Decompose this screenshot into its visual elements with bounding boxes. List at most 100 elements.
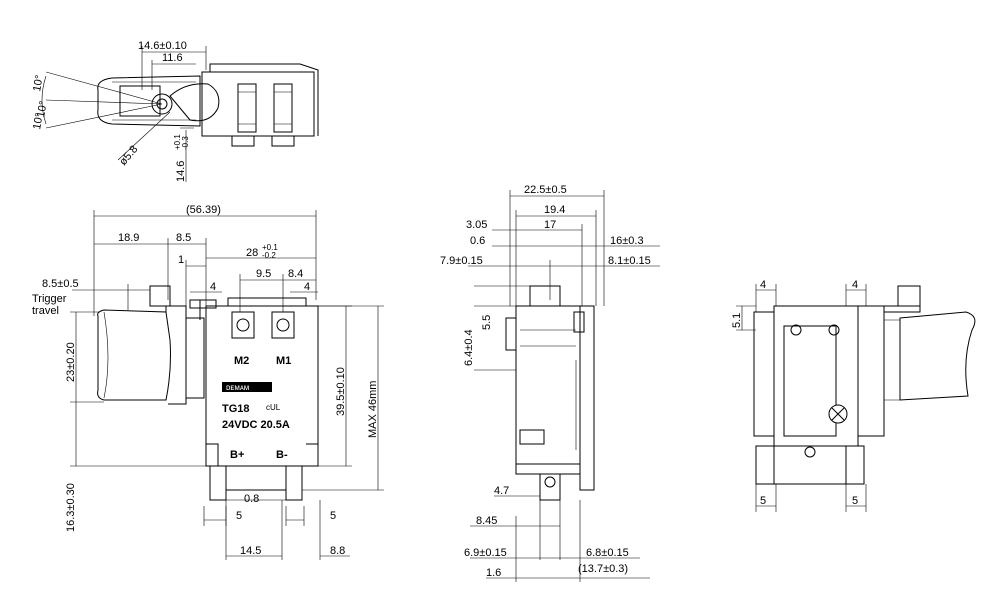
rear-body — [773, 305, 859, 447]
front-dim-1 — [185, 260, 206, 306]
front-dim-label-14-5: 14.5 — [240, 545, 261, 557]
rear-dim-5a — [755, 484, 777, 512]
front-dim-label-8-8: 8.8 — [330, 545, 345, 557]
front-terminal-m1-screw — [276, 318, 290, 332]
front-dim-14-5-8-8 — [225, 500, 350, 560]
rear-dim-label-4b: 4 — [852, 279, 858, 291]
side-dim-label-19-4: 19.4 — [544, 204, 565, 216]
side-dim-label-0-6: 0.6 — [470, 235, 485, 247]
front-trigger-outline — [97, 309, 171, 401]
side-dim-22-5 — [509, 190, 605, 306]
top-dim-label-14-6: 14.6 — [175, 161, 187, 182]
rear-lock-button — [897, 285, 921, 307]
top-dim-label-dia: ø5.8 — [117, 143, 140, 168]
rear-trigger-neck — [884, 319, 901, 401]
side-dim-label-6-8: 6.8±0.15 — [586, 547, 629, 559]
side-dim-label-13-7: (13.7±0.3) — [578, 563, 628, 575]
rear-dim-label-4a: 4 — [760, 279, 766, 291]
front-dim-label-23: 23±0.20 — [65, 342, 77, 382]
front-dim-label-56: (56.39) — [186, 204, 221, 216]
top-tol-minus: -0.3 — [181, 136, 190, 150]
top-lever — [169, 83, 220, 122]
front-lock-button — [149, 285, 171, 307]
front-dim-label-8-5-05: 8.5±0.5 — [42, 278, 79, 290]
top-angle-lines — [45, 71, 163, 129]
front-dim-56 — [93, 210, 317, 316]
front-dim-16-3 — [70, 402, 206, 467]
top-view: 14.6±0.10 11.6 10° 10° 10° ø5.8 14.6 +0.… — [31, 40, 319, 182]
front-cert-label: cUL — [266, 403, 281, 412]
front-dim-label-5b: 5 — [330, 510, 336, 522]
front-dim-label-8-5: 8.5 — [176, 232, 191, 244]
side-dim-19-4 — [515, 210, 597, 306]
top-dim-label-11-6: 11.6 — [162, 52, 183, 64]
side-lock-button — [529, 285, 561, 307]
side-dim-6-9-6-8 — [470, 500, 640, 582]
front-terminal-m2-screw — [236, 318, 250, 332]
front-dim-label-4b: 4 — [304, 281, 310, 293]
top-angle-arc — [41, 75, 47, 125]
top-dim-label-angle-2: 10° — [35, 100, 50, 118]
side-base — [515, 464, 581, 475]
side-dim-label-7-9: 7.9±0.15 — [440, 255, 483, 267]
rear-hole-3 — [804, 446, 816, 458]
front-trigger-travel-1: Trigger — [32, 293, 67, 305]
rear-pin-right — [845, 445, 865, 485]
front-dim-label-9-5: 9.5 — [256, 268, 271, 280]
front-tol-28-minus: -0.2 — [262, 251, 276, 260]
side-dim-7-9-8-1 — [468, 260, 660, 300]
front-dim-label-1: 1 — [178, 254, 184, 266]
rear-view: 4 4 5.1 5 5 — [731, 279, 976, 512]
side-dim-8-45 — [470, 500, 561, 560]
rear-top-plate — [884, 305, 921, 313]
side-tab — [573, 311, 585, 333]
rear-mesh — [783, 325, 837, 437]
top-trigger-ribs — [112, 81, 196, 121]
rear-base — [773, 446, 846, 485]
rear-dim-5-1 — [736, 305, 756, 331]
rear-trigger — [899, 311, 976, 401]
side-dim-label-3-05: 3.05 — [466, 219, 487, 231]
side-window — [519, 429, 545, 445]
top-trigger-outline — [97, 75, 201, 127]
front-logo-plate — [222, 382, 272, 392]
front-trigger-neck — [165, 305, 187, 405]
front-logo-text: ᴅᴇᴍᴀᴍ — [226, 383, 249, 392]
side-dim-label-1-6: 1.6 — [486, 567, 501, 579]
top-tol-plus: +0.1 — [173, 134, 182, 150]
front-dim-label-16-3: 16.3±0.30 — [65, 483, 77, 532]
top-dim-11-6 — [151, 60, 196, 90]
top-terminal-2 — [273, 83, 293, 133]
rear-dim-4a — [755, 284, 777, 312]
top-dim-label-angle-1: 10° — [31, 74, 46, 92]
top-switch-body — [201, 71, 315, 137]
top-switch-cap — [209, 63, 319, 136]
front-dim-23 — [70, 311, 104, 403]
side-dim-label-6-9: 6.9±0.15 — [464, 547, 507, 559]
side-dim-3-05-17 — [492, 224, 583, 306]
side-dim-label-8-45: 8.45 — [476, 515, 497, 527]
front-terminal-m2 — [231, 311, 255, 339]
front-view: M2 M1 ᴅᴇᴍᴀᴍ TG18 cUL 24VDC 20.5A B+ B- (… — [32, 204, 384, 560]
side-pin — [539, 474, 561, 501]
front-dim-5 — [203, 506, 305, 526]
rear-right-frame — [857, 305, 885, 437]
rear-left-frame — [753, 311, 775, 437]
front-dim-label-18-9: 18.9 — [118, 232, 139, 244]
rear-dim-label-5a: 5 — [760, 495, 766, 507]
side-dim-label-5-5: 5.5 — [481, 315, 493, 330]
front-pin-frame — [206, 443, 318, 466]
top-dim-14-6 — [141, 46, 207, 90]
rear-hole-2 — [828, 324, 840, 336]
front-dim-8-5 — [72, 284, 150, 310]
front-body-top — [227, 297, 307, 306]
rear-hole-1 — [790, 324, 802, 336]
side-dim-label-16: 16±0.3 — [610, 235, 644, 247]
side-dim-label-4-7: 4.7 — [494, 485, 509, 497]
front-dim-label-28: 28 — [246, 247, 258, 259]
front-pin-right — [285, 465, 303, 501]
front-pin-left — [209, 465, 227, 501]
side-dim-label-8-1: 8.1±0.15 — [608, 255, 651, 267]
rear-pin-left — [755, 445, 775, 485]
